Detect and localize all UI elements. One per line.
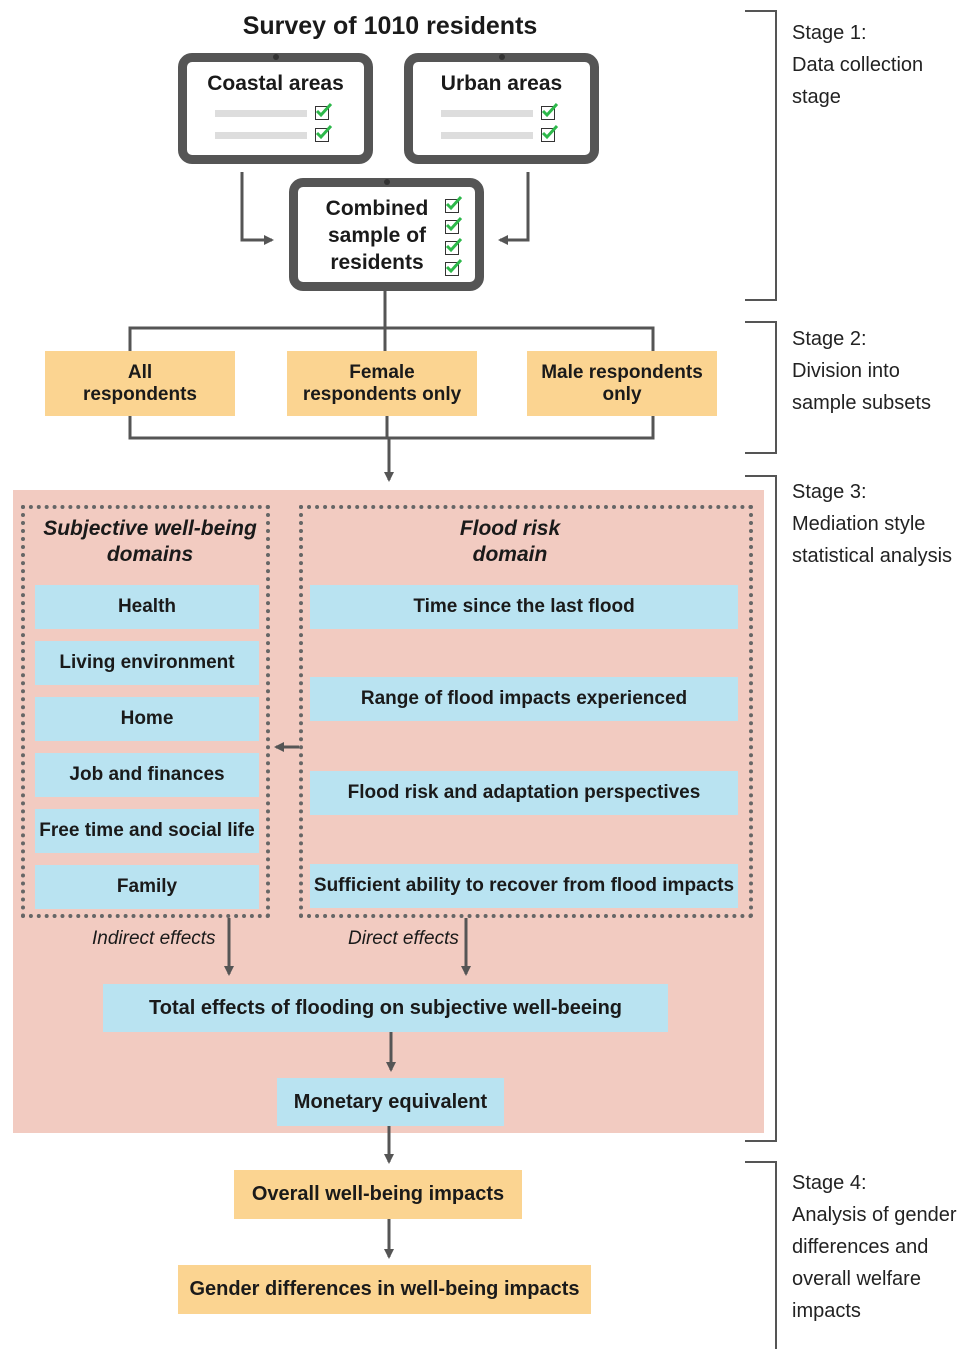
stage2-bracket xyxy=(745,321,777,454)
stage2-text: Stage 2: Division into sample subsets xyxy=(792,328,931,414)
urban-tablet: Urban areas xyxy=(404,53,599,164)
checkbox-icon xyxy=(315,124,333,142)
flood-item: Flood risk and adaptation perspectives xyxy=(310,771,738,815)
checkbox-icon xyxy=(445,195,463,213)
total-effects-box: Total effects of flooding on subjective … xyxy=(103,984,668,1032)
stage1-bracket xyxy=(745,10,777,301)
indirect-effects-label: Indirect effects xyxy=(92,928,216,949)
camera-icon xyxy=(498,54,505,60)
connector-top-bracket xyxy=(128,326,655,351)
checkbox-icon xyxy=(445,237,463,255)
checkbox-icon xyxy=(541,102,559,120)
flood-item: Time since the last flood xyxy=(310,585,738,629)
checkbox-icon xyxy=(445,216,463,234)
checkbox-icon xyxy=(541,124,559,142)
coastal-label: Coastal areas xyxy=(207,72,344,95)
subset-all: All respondents xyxy=(45,351,235,416)
stage1-text: Stage 1: Data collection stage xyxy=(792,22,924,108)
camera-icon xyxy=(272,54,279,60)
checkbox-icon xyxy=(315,102,333,120)
stage4-bracket xyxy=(745,1161,777,1349)
combined-tablet: Combined sample of residents xyxy=(289,178,484,291)
subset-male: Male respondents only xyxy=(527,351,717,416)
wellbeing-item: Home xyxy=(35,697,259,741)
urban-label: Urban areas xyxy=(440,72,563,95)
wellbeing-item: Free time and social life xyxy=(35,809,259,853)
overall-impacts-box: Overall well-being impacts xyxy=(234,1170,522,1219)
gender-differences-box: Gender differences in well-being impacts xyxy=(178,1265,591,1314)
diagram-title: Survey of 1010 residents xyxy=(242,12,538,40)
wellbeing-domain-box xyxy=(21,505,270,918)
direct-effects-label: Direct effects xyxy=(348,928,459,949)
wellbeing-item: Health xyxy=(35,585,259,629)
connector-bottom-bracket xyxy=(128,416,655,440)
flood-item: Sufficient ability to recover from flood… xyxy=(310,864,738,908)
coastal-tablet: Coastal areas xyxy=(178,53,373,164)
checkbox-icon xyxy=(445,258,463,276)
subset-female: Female respondents only xyxy=(287,351,477,416)
arrow-coastal-combined xyxy=(240,172,274,245)
monetary-equivalent-box: Monetary equivalent xyxy=(277,1078,504,1126)
stage3-bracket xyxy=(745,475,777,1142)
wellbeing-item: Job and finances xyxy=(35,753,259,797)
stage3-text: Stage 3: Mediation style statistical ana… xyxy=(792,481,953,567)
wellbeing-item: Family xyxy=(35,865,259,909)
wellbeing-domain-title: Subjective well-being domains xyxy=(43,517,257,567)
combined-label: Combined sample of residents xyxy=(325,197,429,274)
wellbeing-item: Living environment xyxy=(35,641,259,685)
camera-icon xyxy=(383,179,390,185)
flood-domain-box xyxy=(299,505,753,918)
arrow-urban-combined xyxy=(498,172,530,245)
flood-domain-title: Flood risk domain xyxy=(459,517,561,567)
flood-item: Range of flood impacts experienced xyxy=(310,677,738,721)
stage4-text: Stage 4: Analysis of gender differences … xyxy=(792,1172,957,1322)
